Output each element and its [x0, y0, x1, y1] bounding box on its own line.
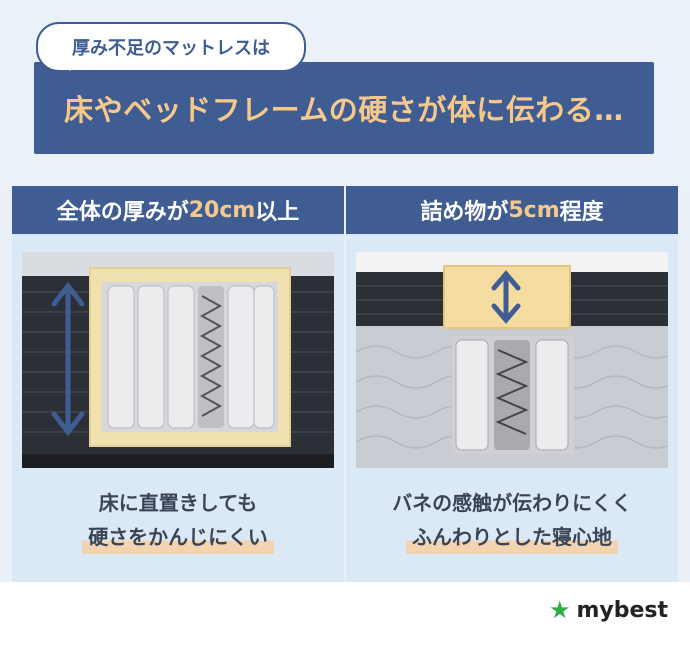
thin-padding-header: 詰め物が 5cm 程度: [346, 186, 678, 234]
caption-line-1: 床に直置きしても: [98, 491, 258, 515]
thin-padding-illustration: [356, 252, 668, 468]
thick-mattress-caption: 床に直置きしても 硬さをかんじにくい: [12, 486, 344, 554]
header-text-suffix: 程度: [559, 200, 604, 225]
header-highlight: 20cm: [188, 197, 256, 223]
mybest-logo: ★ mybest: [549, 596, 668, 624]
caption-line-1: バネの感触が伝わりにくく: [392, 491, 632, 515]
speech-bubble-text: 厚み不足のマットレスは: [72, 38, 270, 59]
header-highlight: 5cm: [508, 197, 560, 223]
header-text: 全体の厚みが: [56, 200, 189, 225]
headline-banner: 床やベッドフレームの硬さが体に伝わる…: [34, 62, 654, 154]
thickness-arrow-icon: [51, 281, 85, 437]
thin-padding-panel: 詰め物が 5cm 程度: [346, 186, 678, 582]
star-icon: ★: [548, 596, 571, 624]
thick-mattress-illustration: [22, 252, 334, 468]
speech-bubble-tail-inner: [62, 60, 78, 71]
speech-bubble: 厚み不足のマットレスは: [36, 22, 306, 72]
thin-padding-caption: バネの感触が伝わりにくく ふんわりとした寝心地: [346, 486, 678, 554]
thickness-arrow-icon: [491, 270, 521, 324]
thick-mattress-panel: 全体の厚みが 20cm 以上: [12, 186, 344, 582]
thick-mattress-photo: [22, 252, 334, 468]
caption-line-2: ふんわりとした寝心地: [406, 520, 618, 554]
logo-text: mybest: [576, 597, 668, 623]
thin-padding-photo: [356, 252, 668, 468]
header-text-suffix: 以上: [255, 200, 300, 225]
headline-title: 床やベッドフレームの硬さが体に伝わる…: [64, 93, 624, 127]
header-text: 詰め物が: [420, 200, 509, 225]
caption-line-2: 硬さをかんじにくい: [82, 520, 274, 554]
thick-mattress-header: 全体の厚みが 20cm 以上: [12, 186, 344, 234]
footer: [0, 582, 690, 645]
